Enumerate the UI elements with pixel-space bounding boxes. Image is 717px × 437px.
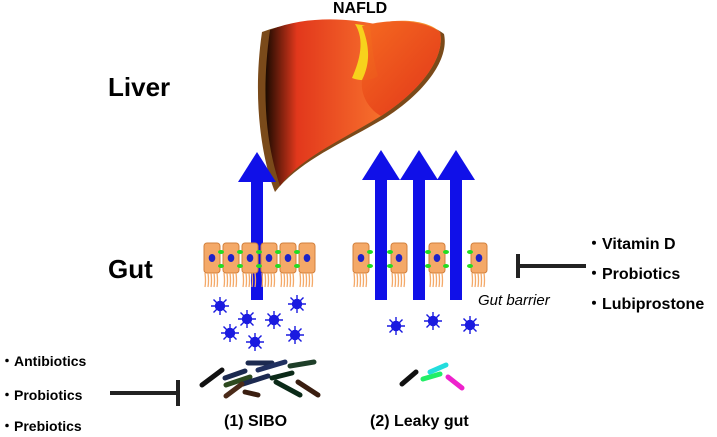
left-intervention-3: ・Prebiotics <box>0 418 82 434</box>
left-intervention-1: ・Antibiotics <box>0 353 87 369</box>
inhibit-gut-barrier <box>516 254 586 278</box>
intact-gut-epithelium <box>203 242 316 288</box>
sibo-bacteria <box>210 294 307 352</box>
right-intervention-2: ・Probiotics <box>586 266 681 283</box>
arrow-leaky-3 <box>437 150 475 300</box>
inhibit-sibo <box>110 380 180 406</box>
diagram-title: NAFLD <box>333 0 388 17</box>
arrow-leaky-2 <box>400 150 438 300</box>
sibo-gut-microbiota <box>199 359 321 399</box>
liver-label: Liver <box>108 72 171 102</box>
mechanism-leaky-gut-label: (2) Leaky gut <box>370 413 469 430</box>
mechanism-sibo-label: (1) SIBO <box>224 413 288 430</box>
liver-illustration <box>257 19 445 192</box>
right-intervention-3: ・Lubiprostone <box>586 296 705 313</box>
leaky-gut-microbiota <box>399 362 465 391</box>
gut-label: Gut <box>108 254 153 284</box>
arrow-leaky-1 <box>362 150 400 300</box>
leaky-gut-epithelium <box>352 242 488 288</box>
gut-barrier-label: Gut barrier <box>478 292 550 309</box>
translocation-arrows <box>238 150 475 300</box>
left-intervention-2: ・Probiotics <box>0 387 83 403</box>
right-intervention-1: ・Vitamin D <box>586 236 676 253</box>
leaky-gut-bacteria <box>386 311 480 336</box>
